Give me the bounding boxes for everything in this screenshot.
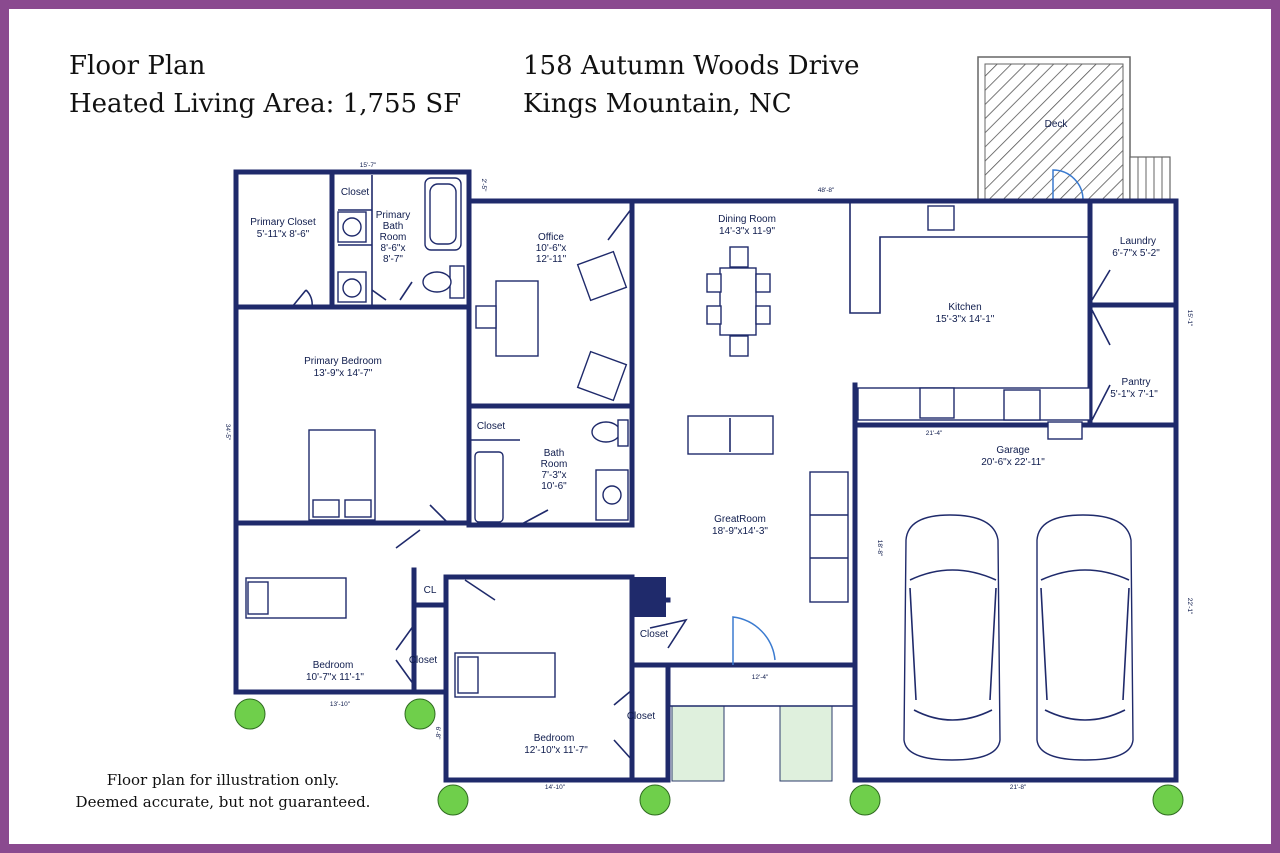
bath-name2: Room bbox=[541, 459, 568, 470]
dim-right-upper: 15'-1" bbox=[1186, 310, 1193, 327]
dim-garage-right: 22'-1" bbox=[1186, 598, 1193, 615]
dim-bottom-left: 13'-10" bbox=[330, 701, 351, 708]
interior-walls bbox=[233, 169, 1179, 783]
garage-size: 20'-6"x 22'-11" bbox=[981, 457, 1045, 468]
primary-closet-size: 5'-11"x 8'-6" bbox=[257, 229, 310, 240]
dim-bottom-center: 14'-10" bbox=[545, 784, 566, 791]
dim-bottom-garage: 21'-8" bbox=[1010, 784, 1027, 791]
closet-lower-label: Closet bbox=[627, 711, 656, 722]
address-city: Kings Mountain, NC bbox=[523, 89, 792, 119]
heated-area-label: Heated Living Area: 1,755 SF bbox=[69, 89, 462, 119]
floor-plan-drawing: Deck bbox=[224, 56, 1193, 816]
primary-bath-size1: 8'-6"x bbox=[381, 243, 406, 254]
exterior-walls bbox=[233, 169, 1179, 783]
bath-name1: Bath bbox=[544, 448, 565, 459]
deck-label: Deck bbox=[1045, 119, 1069, 130]
bedroom-left-name: Bedroom bbox=[313, 660, 354, 671]
cl-label: CL bbox=[424, 585, 437, 596]
dim-porch: 12'-4" bbox=[752, 674, 769, 681]
primary-bedroom-name: Primary Bedroom bbox=[304, 356, 382, 367]
dimension-labels: 15'-7" 2'-5" 48'-8" 34'-5" 15'-1" 21'-4"… bbox=[224, 162, 1193, 791]
bath-closet-label: Closet bbox=[477, 421, 506, 432]
plan-title: Floor Plan bbox=[69, 51, 206, 81]
pantry-name: Pantry bbox=[1122, 377, 1151, 388]
great-room-name: GreatRoom bbox=[714, 514, 766, 525]
dim-left-side: 34'-5" bbox=[224, 424, 231, 441]
primary-closet-name: Primary Closet bbox=[250, 217, 316, 228]
primary-bedroom-size: 13'-9"x 14'-7" bbox=[314, 368, 373, 379]
garage-cars bbox=[903, 514, 1134, 761]
dim-garage-top: 21'-4" bbox=[926, 430, 943, 437]
dim-top-main: 48'-8" bbox=[818, 187, 835, 194]
bedroom-left-closet-label: Closet bbox=[409, 655, 438, 666]
pantry-size: 5'-1"x 7'-1" bbox=[1110, 389, 1158, 400]
dim-top-jog: 2'-5" bbox=[480, 179, 487, 193]
closet-small-label: Closet bbox=[341, 187, 370, 198]
primary-bath-size2: 8'-7" bbox=[383, 254, 403, 265]
bath-size1: 7'-3"x bbox=[542, 470, 567, 481]
dim-top-primary: 15'-7" bbox=[360, 162, 377, 169]
dim-jog-left: 6'-8" bbox=[434, 727, 441, 741]
garage-name: Garage bbox=[996, 445, 1030, 456]
bedroom-left-size: 10'-7"x 11'-1" bbox=[306, 672, 364, 683]
bedroom-center-size: 12'-10"x 11'-7" bbox=[524, 745, 588, 756]
laundry-name: Laundry bbox=[1120, 236, 1156, 247]
disclaimer-line2: Deemed accurate, but not guaranteed. bbox=[75, 793, 371, 811]
dining-size: 14'-3"x 11-9" bbox=[719, 226, 776, 237]
address-street: 158 Autumn Woods Drive bbox=[523, 51, 860, 81]
office-size1: 10'-6"x bbox=[536, 243, 566, 254]
laundry-size: 6'-7"x 5'-2" bbox=[1112, 248, 1160, 259]
kitchen-name: Kitchen bbox=[948, 302, 981, 313]
dim-garage-left: 18'-8" bbox=[876, 540, 883, 557]
car-left bbox=[903, 514, 1001, 761]
office-size2: 12'-11" bbox=[536, 254, 567, 265]
bath-size2: 10'-6" bbox=[541, 481, 567, 492]
fixtures bbox=[245, 177, 1091, 698]
bedroom-center-name: Bedroom bbox=[534, 733, 575, 744]
deck-door-swing bbox=[1052, 169, 1084, 201]
disclaimer: Floor plan for illustration only. Deemed… bbox=[53, 769, 393, 813]
room-labels: Primary Closet 5'-11"x 8'-6" Closet Prim… bbox=[250, 187, 1160, 756]
kitchen-size: 15'-3"x 14'-1" bbox=[936, 314, 995, 325]
office-name: Office bbox=[538, 232, 564, 243]
deck: Deck bbox=[977, 56, 1171, 201]
door-swings bbox=[291, 207, 1111, 782]
great-room-size: 18'-9"x14'-3" bbox=[712, 526, 768, 537]
primary-bath-name1: Primary bbox=[376, 210, 410, 221]
dining-name: Dining Room bbox=[718, 214, 776, 225]
disclaimer-line1: Floor plan for illustration only. bbox=[106, 771, 340, 789]
primary-bath-name3: Room bbox=[380, 232, 407, 243]
shrubs bbox=[234, 698, 1184, 816]
car-right bbox=[1036, 514, 1134, 761]
primary-bath-name2: Bath bbox=[383, 221, 404, 232]
closet-mid-label: Closet bbox=[640, 629, 669, 640]
